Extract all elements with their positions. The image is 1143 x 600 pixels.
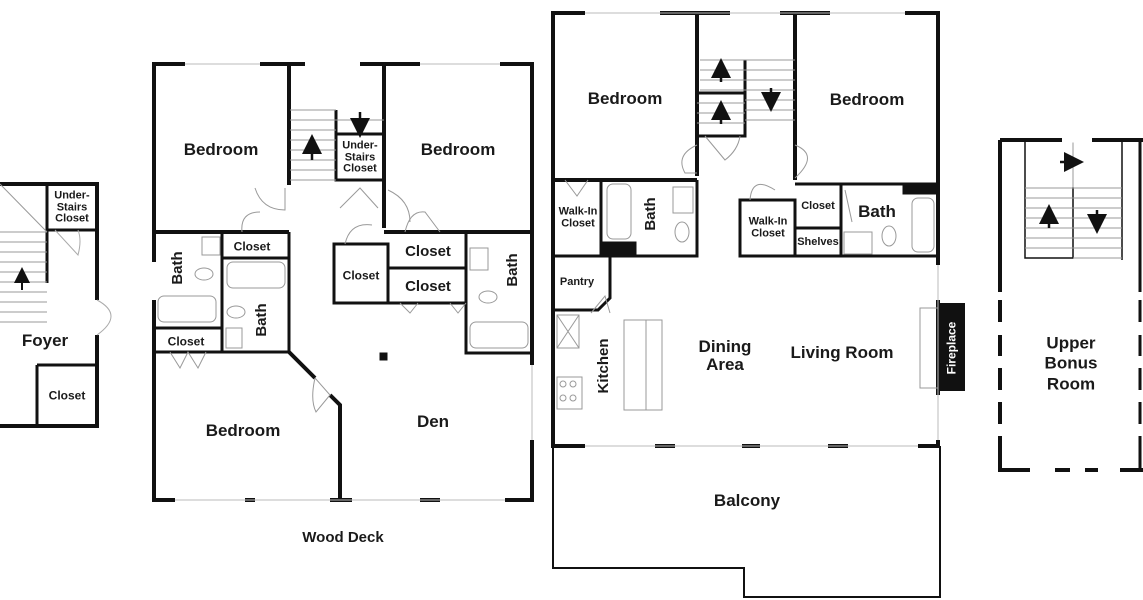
room-label-bedroom: Bedroom xyxy=(183,140,259,160)
room-label-under-stairs-closet: Under- Stairs Closet xyxy=(342,139,378,175)
fireplace-label: Fireplace xyxy=(944,321,959,375)
area-label-wood-deck: Wood Deck xyxy=(302,529,384,547)
area-label-balcony: Balcony xyxy=(713,491,781,511)
room-label-den: Den xyxy=(416,412,450,432)
room-label-bedroom: Bedroom xyxy=(205,421,281,441)
room-label-under-stairs-closet: Under- Stairs Closet xyxy=(54,189,90,225)
room-label-pantry: Pantry xyxy=(559,276,595,289)
room-label-bedroom: Bedroom xyxy=(829,90,905,110)
room-label-closet: Closet xyxy=(48,388,86,403)
room-label-closet: Closet xyxy=(167,334,205,349)
room-label-closet: Closet xyxy=(233,239,271,254)
room-label-walk-in-closet: Walk-In Closet xyxy=(558,205,598,229)
room-label-bath: Bath xyxy=(504,253,522,287)
room-label-bath: Bath xyxy=(858,202,896,222)
room-label-bedroom: Bedroom xyxy=(587,89,663,109)
room-label-walk-in-closet: Walk-In Closet xyxy=(748,215,788,239)
foyer-level-walls xyxy=(0,182,112,428)
main-level-walls xyxy=(551,10,965,598)
room-label-upper-bonus-room: Upper Bonus Room xyxy=(1044,333,1098,394)
room-label-bath: Bath xyxy=(642,197,660,231)
room-label-kitchen: Kitchen xyxy=(595,338,613,394)
room-label-dining-area: Dining Area xyxy=(698,337,752,374)
room-label-closet: Closet xyxy=(801,200,835,213)
room-label-closet: Closet xyxy=(405,243,451,261)
room-label-bedroom: Bedroom xyxy=(420,140,496,160)
room-label-bath: Bath xyxy=(169,251,187,285)
room-label-closet: Closet xyxy=(342,268,380,283)
room-label-shelves: Shelves xyxy=(797,236,839,249)
room-label-living-room: Living Room xyxy=(790,343,894,363)
room-label-bath: Bath xyxy=(253,303,271,337)
upper-level-walls xyxy=(997,137,1143,473)
room-label-foyer: Foyer xyxy=(21,331,69,351)
room-label-closet: Closet xyxy=(405,278,451,296)
